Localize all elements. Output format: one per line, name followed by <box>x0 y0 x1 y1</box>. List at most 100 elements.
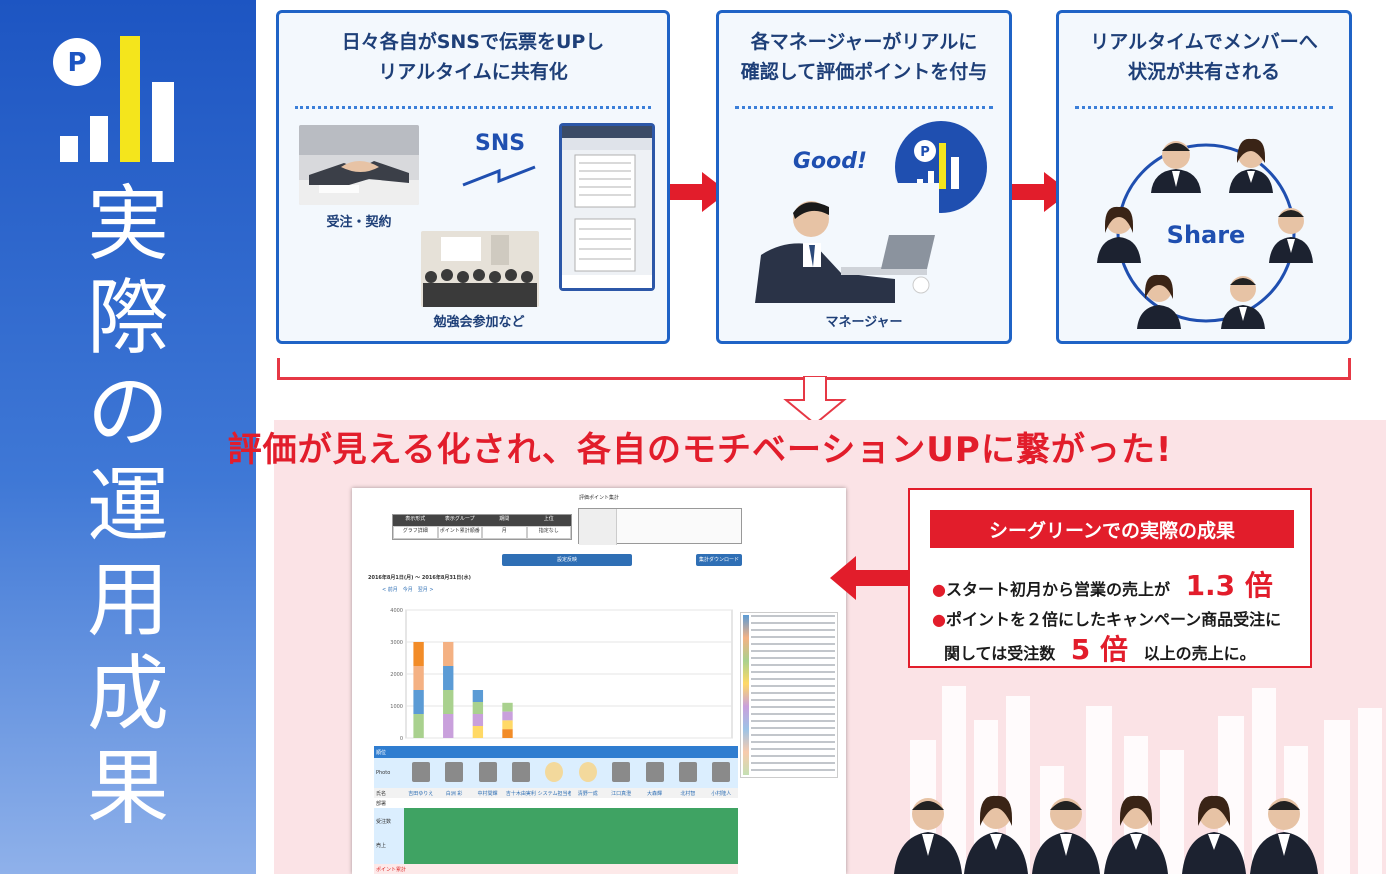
title-char: 実 <box>86 177 169 272</box>
points-dashboard-screenshot: 評価ポイント集計 表示形式 表示グループ 期間 上位 グラフ詳細 ポイント累計順… <box>352 488 846 874</box>
member-photo <box>478 762 497 782</box>
filter-select[interactable]: 指定なし <box>526 526 571 539</box>
title-char: の <box>86 365 169 460</box>
filter-header: 上位 <box>526 515 571 526</box>
date-range: 2016年8月1日(月) 〜 2016年8月31日(水) <box>368 575 471 581</box>
member-photo <box>445 762 464 782</box>
heading-line: 確認して評価ポイントを付与 <box>740 61 988 83</box>
logo-letter: P <box>920 145 930 160</box>
chart-tick-label: 4000 <box>390 608 403 614</box>
chart-tick-label: 2000 <box>390 672 403 678</box>
member-photo <box>712 762 731 782</box>
chart-bar <box>413 690 424 714</box>
member-avatar-icon <box>1097 206 1141 263</box>
flow-step-manager: 各マネージャーがリアルに 確認して評価ポイントを付与 Good! P マ <box>716 10 1012 344</box>
member-name: 吉田ゆりえ <box>408 791 434 797</box>
apply-settings-button[interactable]: 設定反映 <box>502 554 632 566</box>
result-text: ポイントを２倍にしたキャンペーン商品受注に <box>945 610 1282 629</box>
filter-header: 表示形式 <box>393 515 438 526</box>
share-circle-diagram: Share <box>1097 138 1313 329</box>
title-char: 用 <box>86 553 169 648</box>
member-avatar-icon <box>1151 141 1201 193</box>
photo-caption: 受注・契約 <box>326 215 392 230</box>
member-avatar-icon <box>1221 276 1265 329</box>
result-value: 1.3 倍 <box>1185 569 1273 602</box>
member-name: 大森輝 <box>646 791 662 797</box>
filter-select[interactable]: 月 <box>482 526 527 539</box>
member-name: 清野一成 <box>577 791 598 797</box>
heading-line: リアルタイムでメンバーへ <box>1090 31 1318 53</box>
chart-bar <box>443 666 454 690</box>
handshake-photo <box>299 125 419 205</box>
decor-bar <box>1358 708 1382 874</box>
headline: 評価が見える化され、各自のモチベーションUPに繋がった! <box>227 430 1173 470</box>
chart-tick-label: 3000 <box>390 640 403 646</box>
filter-header: 表示グループ <box>437 515 482 526</box>
chart-bar <box>413 642 424 666</box>
heading-line: 日々各自がSNSで伝票をUPし <box>341 31 605 53</box>
decor-bar <box>1324 720 1350 874</box>
good-label: Good! <box>793 149 868 174</box>
chart-bar <box>472 702 484 714</box>
title-char: 果 <box>86 741 169 836</box>
chart-bar <box>443 642 454 666</box>
logo-letter: P <box>67 48 86 78</box>
result-text: 以上の売上に。 <box>1143 644 1256 663</box>
member-name: 白洲 彩 <box>445 791 463 797</box>
chart-bar <box>502 711 513 721</box>
group-filter-box <box>578 508 742 545</box>
chart-bar <box>502 720 513 730</box>
flow-arrow-icon <box>670 172 728 212</box>
flow-step-heading: 各マネージャーがリアルに 確認して評価ポイントを付与 <box>719 13 1009 101</box>
filter-select[interactable]: グラフ詳細 <box>393 526 438 539</box>
filter-table: 表示形式 表示グループ 期間 上位 グラフ詳細 ポイント累計順番 月 指定なし <box>392 514 572 540</box>
chart-bar <box>443 690 454 714</box>
filter-header: 期間 <box>482 515 527 526</box>
results-panel: シーグリーンでの実際の成果 ●スタート初月から営業の売上が 1.3 倍 ●ポイン… <box>908 488 1312 668</box>
member-name: システム担当者 <box>537 791 571 797</box>
flow-step-heading: リアルタイムでメンバーへ 状況が共有される <box>1059 13 1349 101</box>
manager-at-laptop-photo <box>745 183 939 303</box>
member-avatar-icon <box>1229 138 1273 193</box>
page-title: 実 際 の 運 用 成 果 <box>70 178 186 836</box>
row-label: 売上 <box>376 843 387 849</box>
member-photo <box>612 762 631 782</box>
chart-bar <box>472 726 484 738</box>
chart-bar <box>472 714 484 726</box>
chart-bar <box>413 714 424 738</box>
row-label: 氏名 <box>376 791 387 797</box>
member-name: 中村間輝 <box>477 791 498 797</box>
flow-step-heading: 日々各自がSNSで伝票をUPし リアルタイムに共有化 <box>279 13 667 101</box>
member-avatar-icon <box>1269 208 1313 263</box>
share-label: Share <box>1167 221 1246 249</box>
download-button[interactable]: 集計ダウンロード <box>696 554 742 566</box>
row-label: Photo <box>376 770 391 776</box>
signal-zigzag-icon <box>462 165 536 187</box>
flow-step-sns: 日々各自がSNSで伝票をUPし リアルタイムに共有化 受注・契約 SNS <box>276 10 670 344</box>
dashboard-title: 評価ポイント集計 <box>578 495 619 501</box>
month-nav[interactable]: < 前月 今月 翌月 > <box>382 587 434 593</box>
member-photo <box>645 762 664 782</box>
heading-line: 状況が共有される <box>1127 61 1280 83</box>
member-photo <box>678 762 697 782</box>
member-photo <box>578 762 597 782</box>
down-arrow-icon <box>783 376 847 426</box>
chart-bar <box>502 702 513 712</box>
member-name: 小村隆人 <box>711 791 732 797</box>
chart-tick-label: 0 <box>400 736 403 742</box>
decor-bar <box>1160 750 1184 874</box>
title-char: 成 <box>86 647 169 742</box>
row-label: 部署 <box>376 801 387 807</box>
photo-caption: マネージャー <box>825 315 903 330</box>
result-line-orders: 関しては受注数 5 倍 以上の売上に。 <box>944 628 1256 668</box>
sns-label: SNS <box>475 131 526 156</box>
filter-select[interactable]: ポイント累計順番 <box>437 526 482 539</box>
result-text: スタート初月から営業の売上が <box>945 580 1170 599</box>
person-icon <box>894 798 962 874</box>
title-char: 際 <box>86 271 169 366</box>
result-line-sales: ●スタート初月から営業の売上が 1.3 倍 <box>932 569 1273 602</box>
member-avatar-icon <box>1137 274 1181 329</box>
chart-bar <box>472 690 484 702</box>
member-photo <box>411 762 430 782</box>
